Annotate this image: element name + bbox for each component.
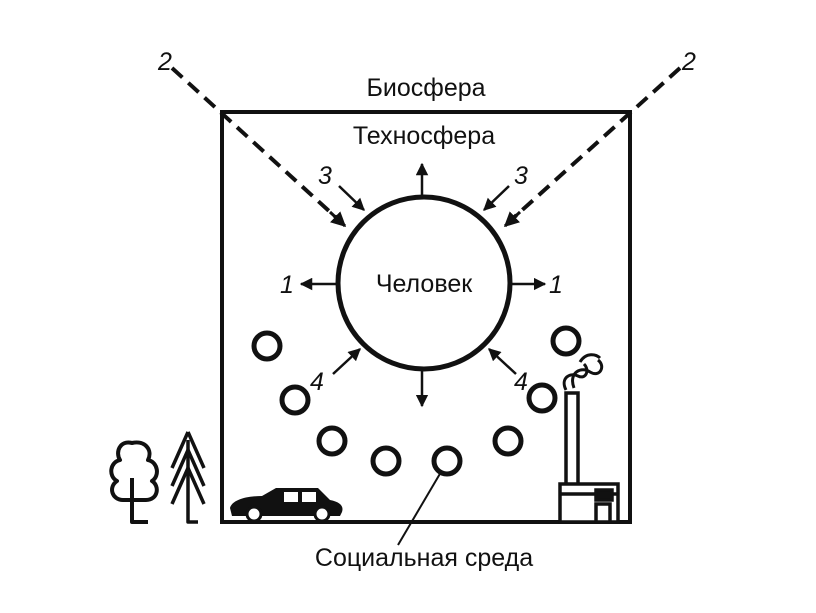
dashed-line-left [170,66,342,223]
technosphere-boundary [220,110,632,524]
arrow-4-right [488,348,517,375]
social-ring [251,330,283,362]
social-ring [279,384,311,416]
social-environment-label: Социальная среда [315,544,533,572]
marker-2-right: 2 [681,48,696,76]
human-label: Человек [376,270,473,298]
social-ring [431,445,463,477]
social-ring [316,425,348,457]
social-ring [526,382,558,414]
arrow-head-right-2 [503,210,522,228]
car-icon [230,488,343,523]
factory-icon [558,391,620,524]
marker-3-right: 3 [514,162,528,190]
arrow-4-left [332,348,361,375]
marker-4-right: 4 [514,368,528,396]
fir-tree-icon [170,431,206,524]
technosphere-label: Техносфера [353,122,495,150]
tree-icon [109,440,159,524]
marker-1-right: 1 [549,271,563,299]
social-pointer-line [397,471,442,546]
arrow-3-left [338,185,365,211]
social-ring [370,445,402,477]
social-ring [492,425,524,457]
social-ring [550,325,582,357]
human-circle [335,194,513,372]
smoke-icon [562,353,604,391]
dashed-line-right [508,66,682,223]
arrow-3-right [483,185,510,211]
marker-3-left: 3 [318,162,332,190]
arrow-head-left-2 [328,210,347,228]
social-rings [251,325,582,477]
marker-1-left: 1 [280,271,294,299]
biosphere-label: Биосфера [366,74,485,102]
marker-2-left: 2 [157,48,172,76]
marker-4-left: 4 [310,368,324,396]
